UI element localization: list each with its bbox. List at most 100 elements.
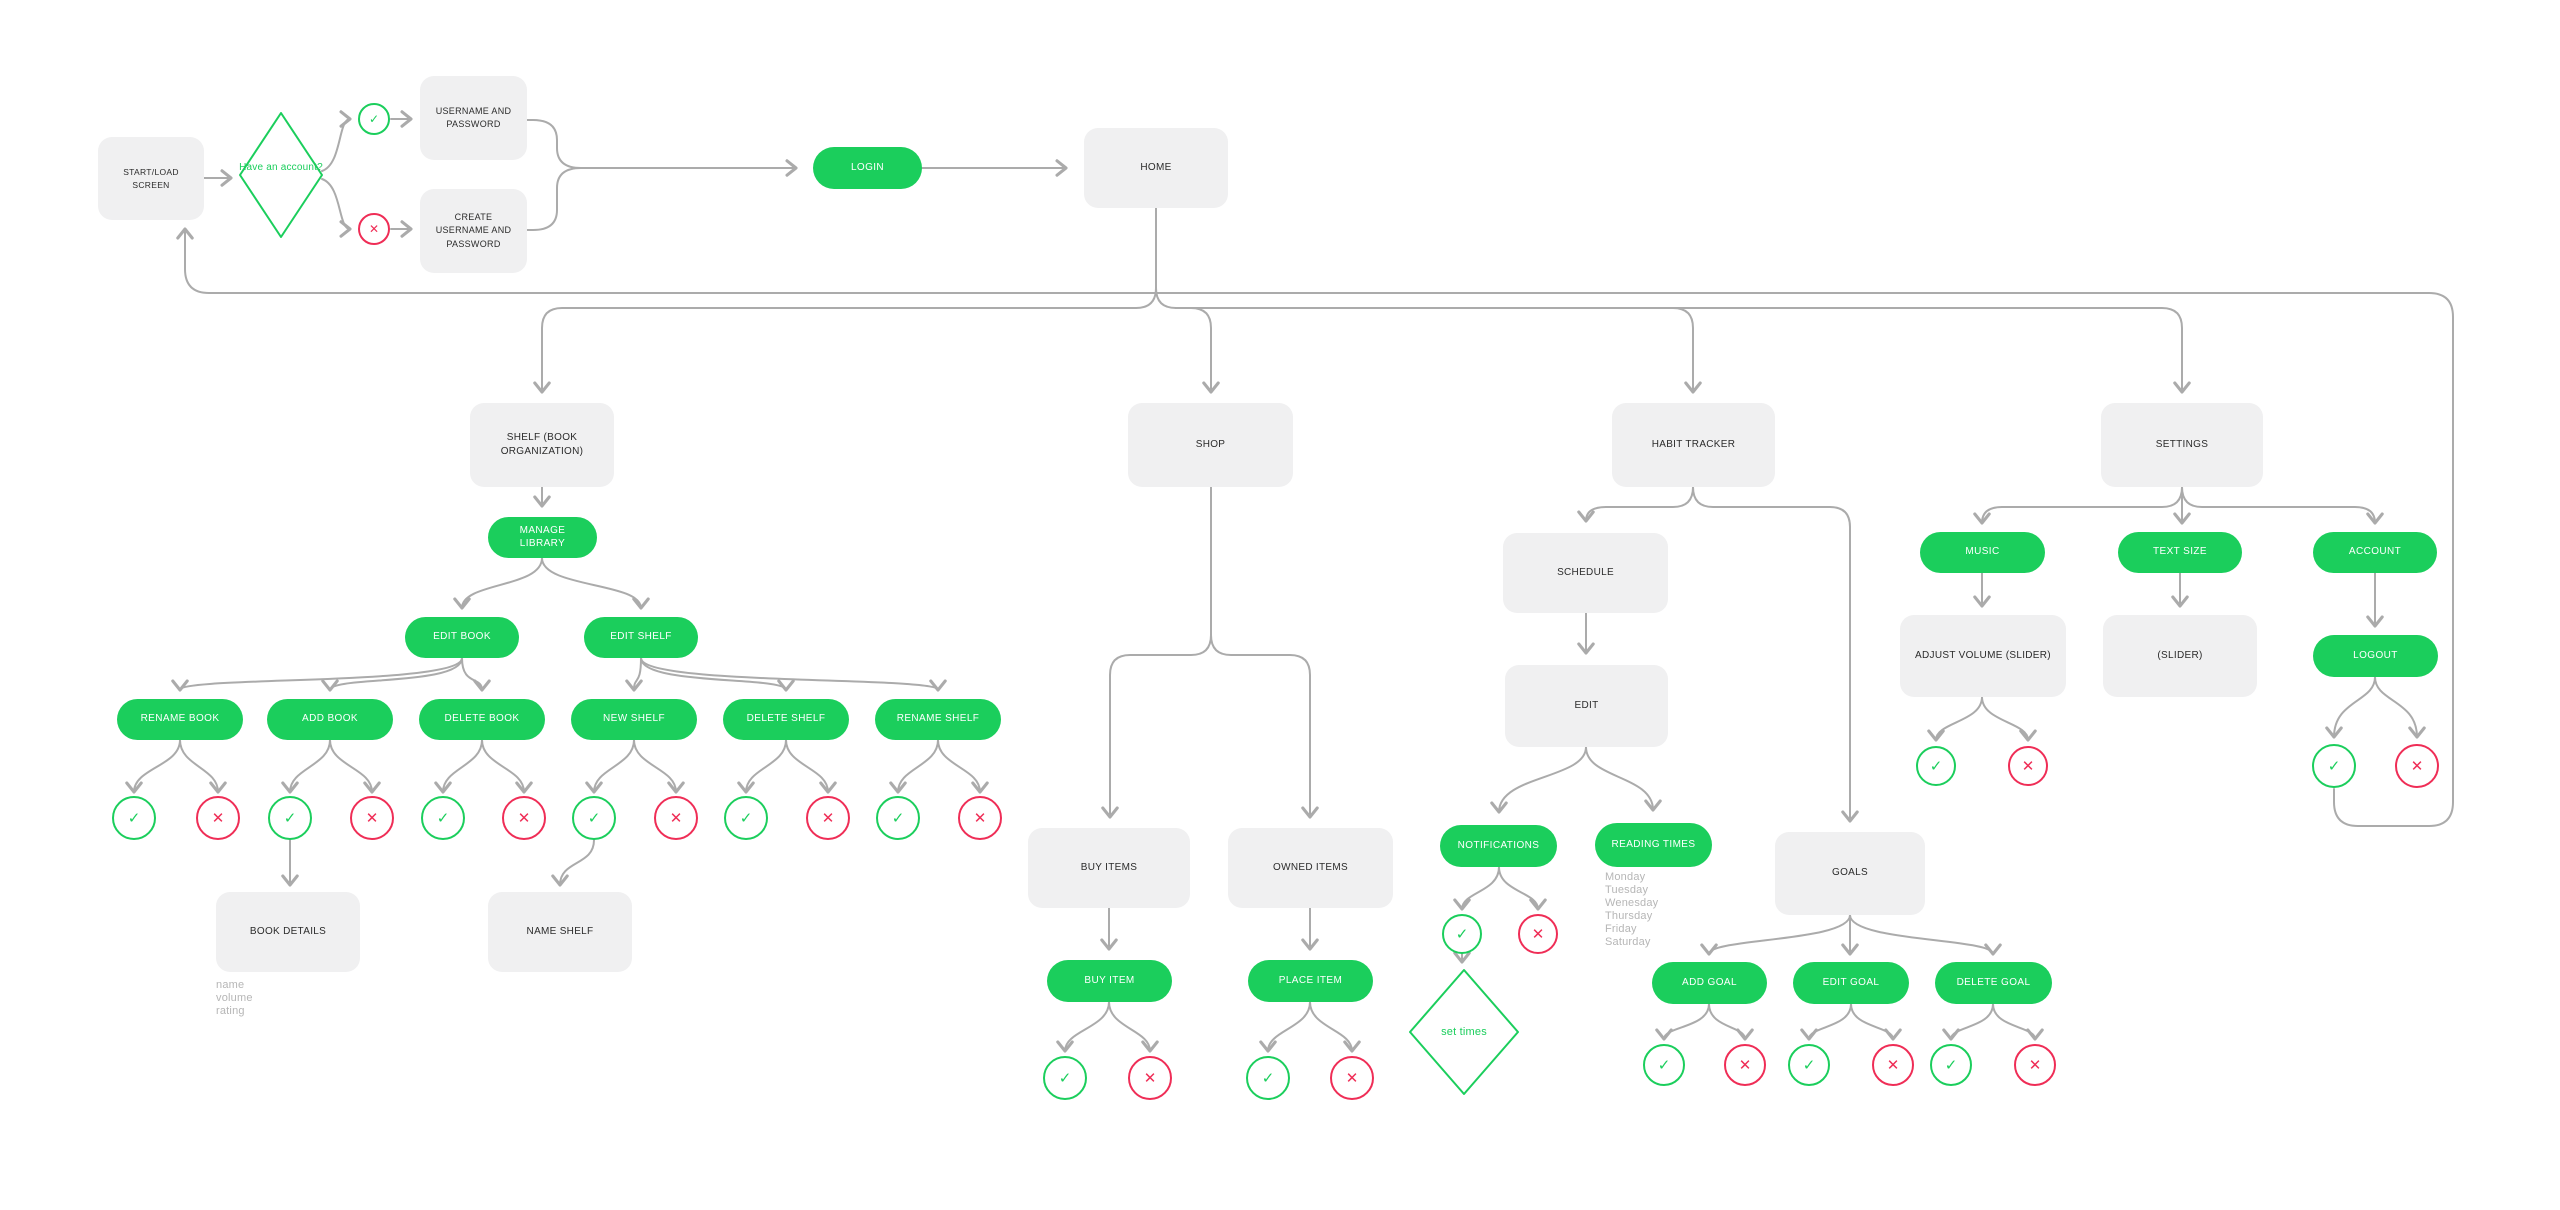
node-buy-item[interactable]: BUY ITEM xyxy=(1047,960,1172,1002)
node-text-size[interactable]: TEXT SIZE xyxy=(2118,532,2242,573)
node-label: LOGOUT xyxy=(2353,649,2398,661)
logout-cancel-circle[interactable]: ✕ xyxy=(2395,744,2439,788)
node-login[interactable]: LOGIN xyxy=(813,147,922,189)
node-new-shelf[interactable]: NEW SHELF xyxy=(571,699,697,740)
edit-goal-cancel-circle[interactable]: ✕ xyxy=(1872,1044,1914,1086)
delete-shelf-confirm-circle[interactable]: ✓ xyxy=(724,796,768,840)
node-name-shelf[interactable]: NAME SHELF xyxy=(488,892,632,972)
node-have-account-label[interactable]: Have an account? xyxy=(236,161,326,175)
node-adjust-volume-slider[interactable]: ADJUST VOLUME (SLIDER) xyxy=(1900,615,2066,697)
node-reading-times[interactable]: READING TIMES xyxy=(1595,823,1712,867)
node-delete-book[interactable]: DELETE BOOK xyxy=(419,699,545,740)
node-buy-items[interactable]: BUY ITEMS xyxy=(1028,828,1190,908)
node-set-times-label[interactable]: set times xyxy=(1414,1025,1514,1040)
node-label: EDIT BOOK xyxy=(433,631,491,643)
node-manage-library[interactable]: MANAGE LIBRARY xyxy=(488,517,597,558)
rename-shelf-confirm-circle[interactable]: ✓ xyxy=(876,796,920,840)
cross-icon: ✕ xyxy=(365,809,379,827)
buy-item-confirm-circle[interactable]: ✓ xyxy=(1043,1056,1087,1100)
node-add-goal[interactable]: ADD GOAL xyxy=(1652,962,1767,1004)
node-label: RENAME BOOK xyxy=(140,713,220,725)
node-label: EDIT xyxy=(1574,699,1599,711)
adjust-volume-confirm-circle[interactable]: ✓ xyxy=(1916,746,1956,786)
note-line: volume xyxy=(216,992,253,1004)
node-label: USERNAME AND PASSWORD xyxy=(435,105,512,129)
node-label: TEXT SIZE xyxy=(2153,546,2207,558)
check-icon: ✓ xyxy=(1657,1056,1671,1074)
node-shelf[interactable]: SHELF (BOOK ORGANIZATION) xyxy=(470,403,614,487)
check-icon: ✓ xyxy=(127,809,141,827)
rename-book-confirm-circle[interactable]: ✓ xyxy=(112,796,156,840)
cross-icon: ✕ xyxy=(821,809,835,827)
add-book-cancel-circle[interactable]: ✕ xyxy=(350,796,394,840)
node-music[interactable]: MUSIC xyxy=(1920,532,2045,573)
delete-book-confirm-circle[interactable]: ✓ xyxy=(421,796,465,840)
node-label: HABIT TRACKER xyxy=(1651,438,1736,450)
node-label: HOME xyxy=(1140,161,1172,173)
rename-book-cancel-circle[interactable]: ✕ xyxy=(196,796,240,840)
rename-shelf-cancel-circle[interactable]: ✕ xyxy=(958,796,1002,840)
add-goal-confirm-circle[interactable]: ✓ xyxy=(1643,1044,1685,1086)
check-icon: ✓ xyxy=(1058,1069,1072,1087)
node-label: SHOP xyxy=(1195,438,1226,450)
notifications-cancel-circle[interactable]: ✕ xyxy=(1518,914,1558,954)
note-line: rating xyxy=(216,1005,245,1017)
add-book-confirm-circle[interactable]: ✓ xyxy=(268,796,312,840)
node-label: BUY ITEM xyxy=(1084,974,1135,986)
node-edit-shelf[interactable]: EDIT SHELF xyxy=(584,617,698,658)
node-habit-tracker[interactable]: HABIT TRACKER xyxy=(1612,403,1775,487)
delete-goal-confirm-circle[interactable]: ✓ xyxy=(1930,1044,1972,1086)
note-line: Tuesday xyxy=(1605,884,1649,896)
node-notifications[interactable]: NOTIFICATIONS xyxy=(1440,825,1557,867)
outcome-no-circle[interactable]: ✕ xyxy=(358,213,390,245)
new-shelf-cancel-circle[interactable]: ✕ xyxy=(654,796,698,840)
node-label: EDIT GOAL xyxy=(1822,976,1880,988)
node-start-load-screen[interactable]: START/LOAD SCREEN xyxy=(98,137,204,220)
node-label: EDIT SHELF xyxy=(610,631,672,643)
node-account[interactable]: ACCOUNT xyxy=(2313,532,2437,573)
node-settings[interactable]: SETTINGS xyxy=(2101,403,2263,487)
cross-icon: ✕ xyxy=(1886,1056,1900,1074)
check-icon: ✓ xyxy=(891,809,905,827)
place-item-cancel-circle[interactable]: ✕ xyxy=(1330,1056,1374,1100)
node-edit[interactable]: EDIT xyxy=(1505,665,1668,747)
node-place-item[interactable]: PLACE ITEM xyxy=(1248,960,1373,1002)
notifications-confirm-circle[interactable]: ✓ xyxy=(1442,914,1482,954)
check-icon: ✓ xyxy=(2327,757,2341,775)
node-create-username-password[interactable]: CREATE USERNAME AND PASSWORD xyxy=(420,189,527,273)
node-add-book[interactable]: ADD BOOK xyxy=(267,699,393,740)
node-slider[interactable]: (SLIDER) xyxy=(2103,615,2257,697)
outcome-yes-circle[interactable]: ✓ xyxy=(358,103,390,135)
node-edit-book[interactable]: EDIT BOOK xyxy=(405,617,519,658)
cross-icon: ✕ xyxy=(1345,1069,1359,1087)
edit-goal-confirm-circle[interactable]: ✓ xyxy=(1788,1044,1830,1086)
node-shop[interactable]: SHOP xyxy=(1128,403,1293,487)
delete-book-cancel-circle[interactable]: ✕ xyxy=(502,796,546,840)
node-book-details[interactable]: BOOK DETAILS xyxy=(216,892,360,972)
node-home[interactable]: HOME xyxy=(1084,128,1228,208)
node-logout[interactable]: LOGOUT xyxy=(2313,635,2438,677)
node-delete-goal[interactable]: DELETE GOAL xyxy=(1935,962,2052,1004)
place-item-confirm-circle[interactable]: ✓ xyxy=(1246,1056,1290,1100)
node-delete-shelf[interactable]: DELETE SHELF xyxy=(723,699,849,740)
node-username-password[interactable]: USERNAME AND PASSWORD xyxy=(420,76,527,160)
node-owned-items[interactable]: OWNED ITEMS xyxy=(1228,828,1393,908)
node-rename-book[interactable]: RENAME BOOK xyxy=(117,699,243,740)
node-schedule[interactable]: SCHEDULE xyxy=(1503,533,1668,613)
delete-goal-cancel-circle[interactable]: ✕ xyxy=(2014,1044,2056,1086)
check-icon: ✓ xyxy=(1802,1056,1816,1074)
add-goal-cancel-circle[interactable]: ✕ xyxy=(1724,1044,1766,1086)
new-shelf-confirm-circle[interactable]: ✓ xyxy=(572,796,616,840)
logout-confirm-circle[interactable]: ✓ xyxy=(2312,744,2356,788)
node-rename-shelf[interactable]: RENAME SHELF xyxy=(875,699,1001,740)
cross-icon: ✕ xyxy=(669,809,683,827)
check-icon: ✓ xyxy=(1929,757,1943,775)
delete-shelf-cancel-circle[interactable]: ✕ xyxy=(806,796,850,840)
buy-item-cancel-circle[interactable]: ✕ xyxy=(1128,1056,1172,1100)
adjust-volume-cancel-circle[interactable]: ✕ xyxy=(2008,746,2048,786)
check-icon: ✓ xyxy=(1944,1056,1958,1074)
cross-icon: ✕ xyxy=(2410,757,2424,775)
book-details-fields-note: name volume rating xyxy=(216,979,253,1018)
node-edit-goal[interactable]: EDIT GOAL xyxy=(1793,962,1909,1004)
node-goals[interactable]: GOALS xyxy=(1775,832,1925,915)
